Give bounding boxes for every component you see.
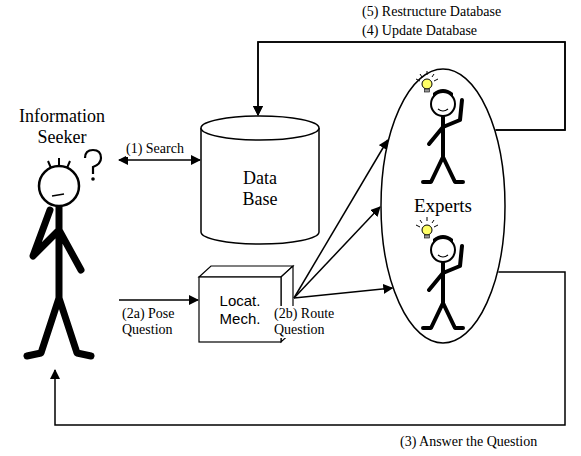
expert-mouth [438,109,448,111]
lightbulb-base [425,89,430,92]
cylinder-body [201,128,319,244]
edge-label: (1) Search [126,141,184,157]
expert-head [431,238,455,262]
edge-label-holder: (2b) Route Question [274,306,350,338]
ellipse-border [381,69,505,343]
cube-top [199,266,293,277]
lightbulb [422,225,432,235]
edge-label-holder: (1) Search [126,139,184,157]
node-label: Data Base [225,168,295,210]
seeker-hair [48,158,70,168]
edge-label: (5) Restructure Database [362,4,501,20]
expert-figure [416,217,463,328]
edge-label-holder: (2a) Pose Question [122,306,194,338]
expert-head [431,92,455,116]
seeker-head [39,166,79,206]
edge-label-holder: (3) Answer the Question [400,432,537,450]
expert-hair [433,89,453,97]
edge-label: (2b) Route Question [274,306,350,338]
connector [294,288,392,298]
edge-label-holder: (4) Update Database [362,21,477,39]
connector [119,299,198,301]
cube-front [199,277,281,342]
edge-label: (3) Answer the Question [400,434,537,450]
seeker-figure [5,148,119,370]
seeker-mouth [52,194,64,196]
expert-mouth [438,255,448,257]
node-label: Experts [414,195,472,217]
lightbulb [422,79,432,89]
edge-label: (4) Update Database [362,23,477,39]
connector [119,159,200,161]
question-mark [85,150,101,174]
node-label: Information Seeker [5,106,119,148]
edge-label-holder: (5) Restructure Database [362,2,501,20]
question-mark-dot [91,177,95,181]
seeker-body [27,206,91,356]
node-label: Locat. Mech. [198,292,282,328]
database-cylinder: Data Base [200,115,320,245]
edge-label: (2a) Pose Question [122,306,194,338]
expert-hair [433,235,453,243]
information-seeker: Information Seeker [5,106,119,370]
lightbulb-base [425,235,430,238]
experts-ellipse: Experts [380,68,506,344]
expert-figure [416,71,463,182]
cylinder-top [201,116,319,140]
